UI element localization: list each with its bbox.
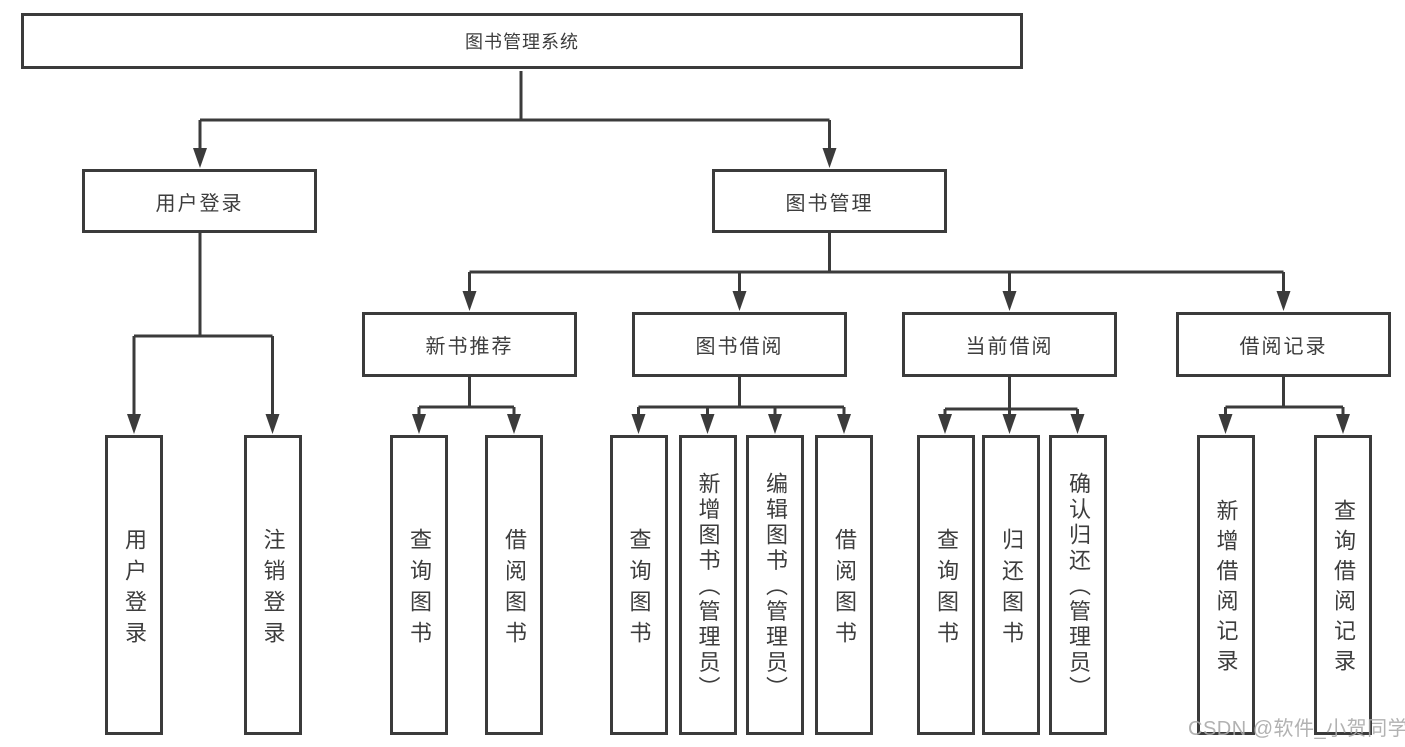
node-label: 查询图书 (934, 527, 959, 652)
leaf-borrow-edit-books: 编辑图书（管理员） (746, 435, 804, 735)
node-label: 图书借阅 (695, 336, 784, 358)
node-label: 查询图书 (407, 527, 432, 652)
node-book-borrow: 图书借阅 (632, 312, 847, 377)
arrowhead (837, 414, 851, 434)
edge-login-children (132, 233, 274, 418)
leaf-records-add: 新增借阅记录 (1196, 435, 1255, 735)
node-current-borrow: 当前借阅 (902, 312, 1117, 377)
edges-book-mgmt (462, 233, 1291, 311)
arrowhead (768, 414, 782, 434)
arrowhead (700, 414, 715, 434)
arrowhead (732, 291, 747, 311)
leaf-current-return-books: 归还图书 (982, 435, 1040, 735)
leaf-borrow-add-books: 新增图书（管理员） (678, 435, 737, 735)
arrowhead (1218, 414, 1233, 434)
node-user-login: 用户登录 (82, 169, 317, 233)
node-root: 图书管理系统 (21, 13, 1023, 69)
node-label: 确认归还（管理员） (1066, 472, 1091, 702)
edge-mgmt-children (468, 233, 1285, 295)
arrowhead (265, 414, 280, 434)
node-label: 用户登录 (122, 527, 147, 652)
arrowhead (822, 148, 837, 168)
leaf-borrow-query-books: 查询图书 (609, 435, 668, 735)
leaf-user-login: 用户登录 (105, 435, 163, 735)
arrowhead (1276, 291, 1291, 311)
node-label: 新增借阅记录 (1213, 499, 1239, 679)
arrowhead (1002, 414, 1017, 434)
leaf-logout: 注销登录 (243, 435, 302, 735)
arrowhead (193, 148, 207, 168)
edge-records-children (1224, 377, 1345, 418)
arrowhead (127, 414, 141, 434)
node-book-mgmt: 图书管理 (712, 169, 947, 233)
edges-book-borrow (631, 377, 851, 434)
leaf-records-query: 查询借阅记录 (1314, 435, 1372, 735)
edge-current-children (943, 377, 1079, 418)
node-label: 当前借阅 (965, 336, 1054, 358)
node-label: 查询借阅记录 (1331, 499, 1356, 679)
node-label: 编辑图书（管理员） (763, 472, 788, 702)
arrowhead (631, 414, 646, 434)
leaf-rec-query-books: 查询图书 (390, 435, 448, 735)
arrowhead (938, 414, 952, 434)
leaf-current-query-books: 查询图书 (917, 435, 975, 735)
node-label: 图书管理系统 (465, 32, 579, 52)
edges-new-book-rec (412, 377, 521, 434)
edge-rec-children (417, 377, 516, 418)
arrowhead (462, 291, 477, 311)
node-label: 图书管理 (785, 192, 874, 215)
edges-borrow-records (1218, 377, 1350, 434)
node-label: 归还图书 (999, 527, 1024, 652)
node-label: 注销登录 (260, 527, 286, 652)
arrowhead (1336, 414, 1350, 434)
node-label: 新增图书（管理员） (695, 472, 721, 702)
arrowhead (1070, 414, 1085, 434)
node-label: 借阅图书 (502, 527, 527, 652)
node-new-book-rec: 新书推荐 (362, 312, 577, 377)
edges-current-borrow (938, 377, 1085, 434)
node-label: 借阅图书 (832, 527, 857, 652)
node-label: 借阅记录 (1239, 336, 1328, 358)
edge-root-trunk (198, 71, 831, 152)
node-borrow-records: 借阅记录 (1176, 312, 1391, 377)
node-label: 查询图书 (626, 527, 652, 652)
arrowhead (1002, 291, 1017, 311)
edges-user-login (127, 233, 280, 434)
leaf-rec-borrow-books: 借阅图书 (485, 435, 543, 735)
node-label: 用户登录 (155, 192, 244, 215)
edges-root (193, 71, 837, 168)
leaf-current-confirm-return: 确认归还（管理员） (1049, 435, 1107, 735)
leaf-borrow-take-books: 借阅图书 (815, 435, 873, 735)
watermark: CSDN @软件_小贺同学 (1188, 718, 1405, 740)
arrowhead (412, 414, 426, 434)
node-label: 新书推荐 (425, 336, 514, 358)
edge-borrow-children (637, 377, 846, 418)
arrowhead (507, 414, 521, 434)
